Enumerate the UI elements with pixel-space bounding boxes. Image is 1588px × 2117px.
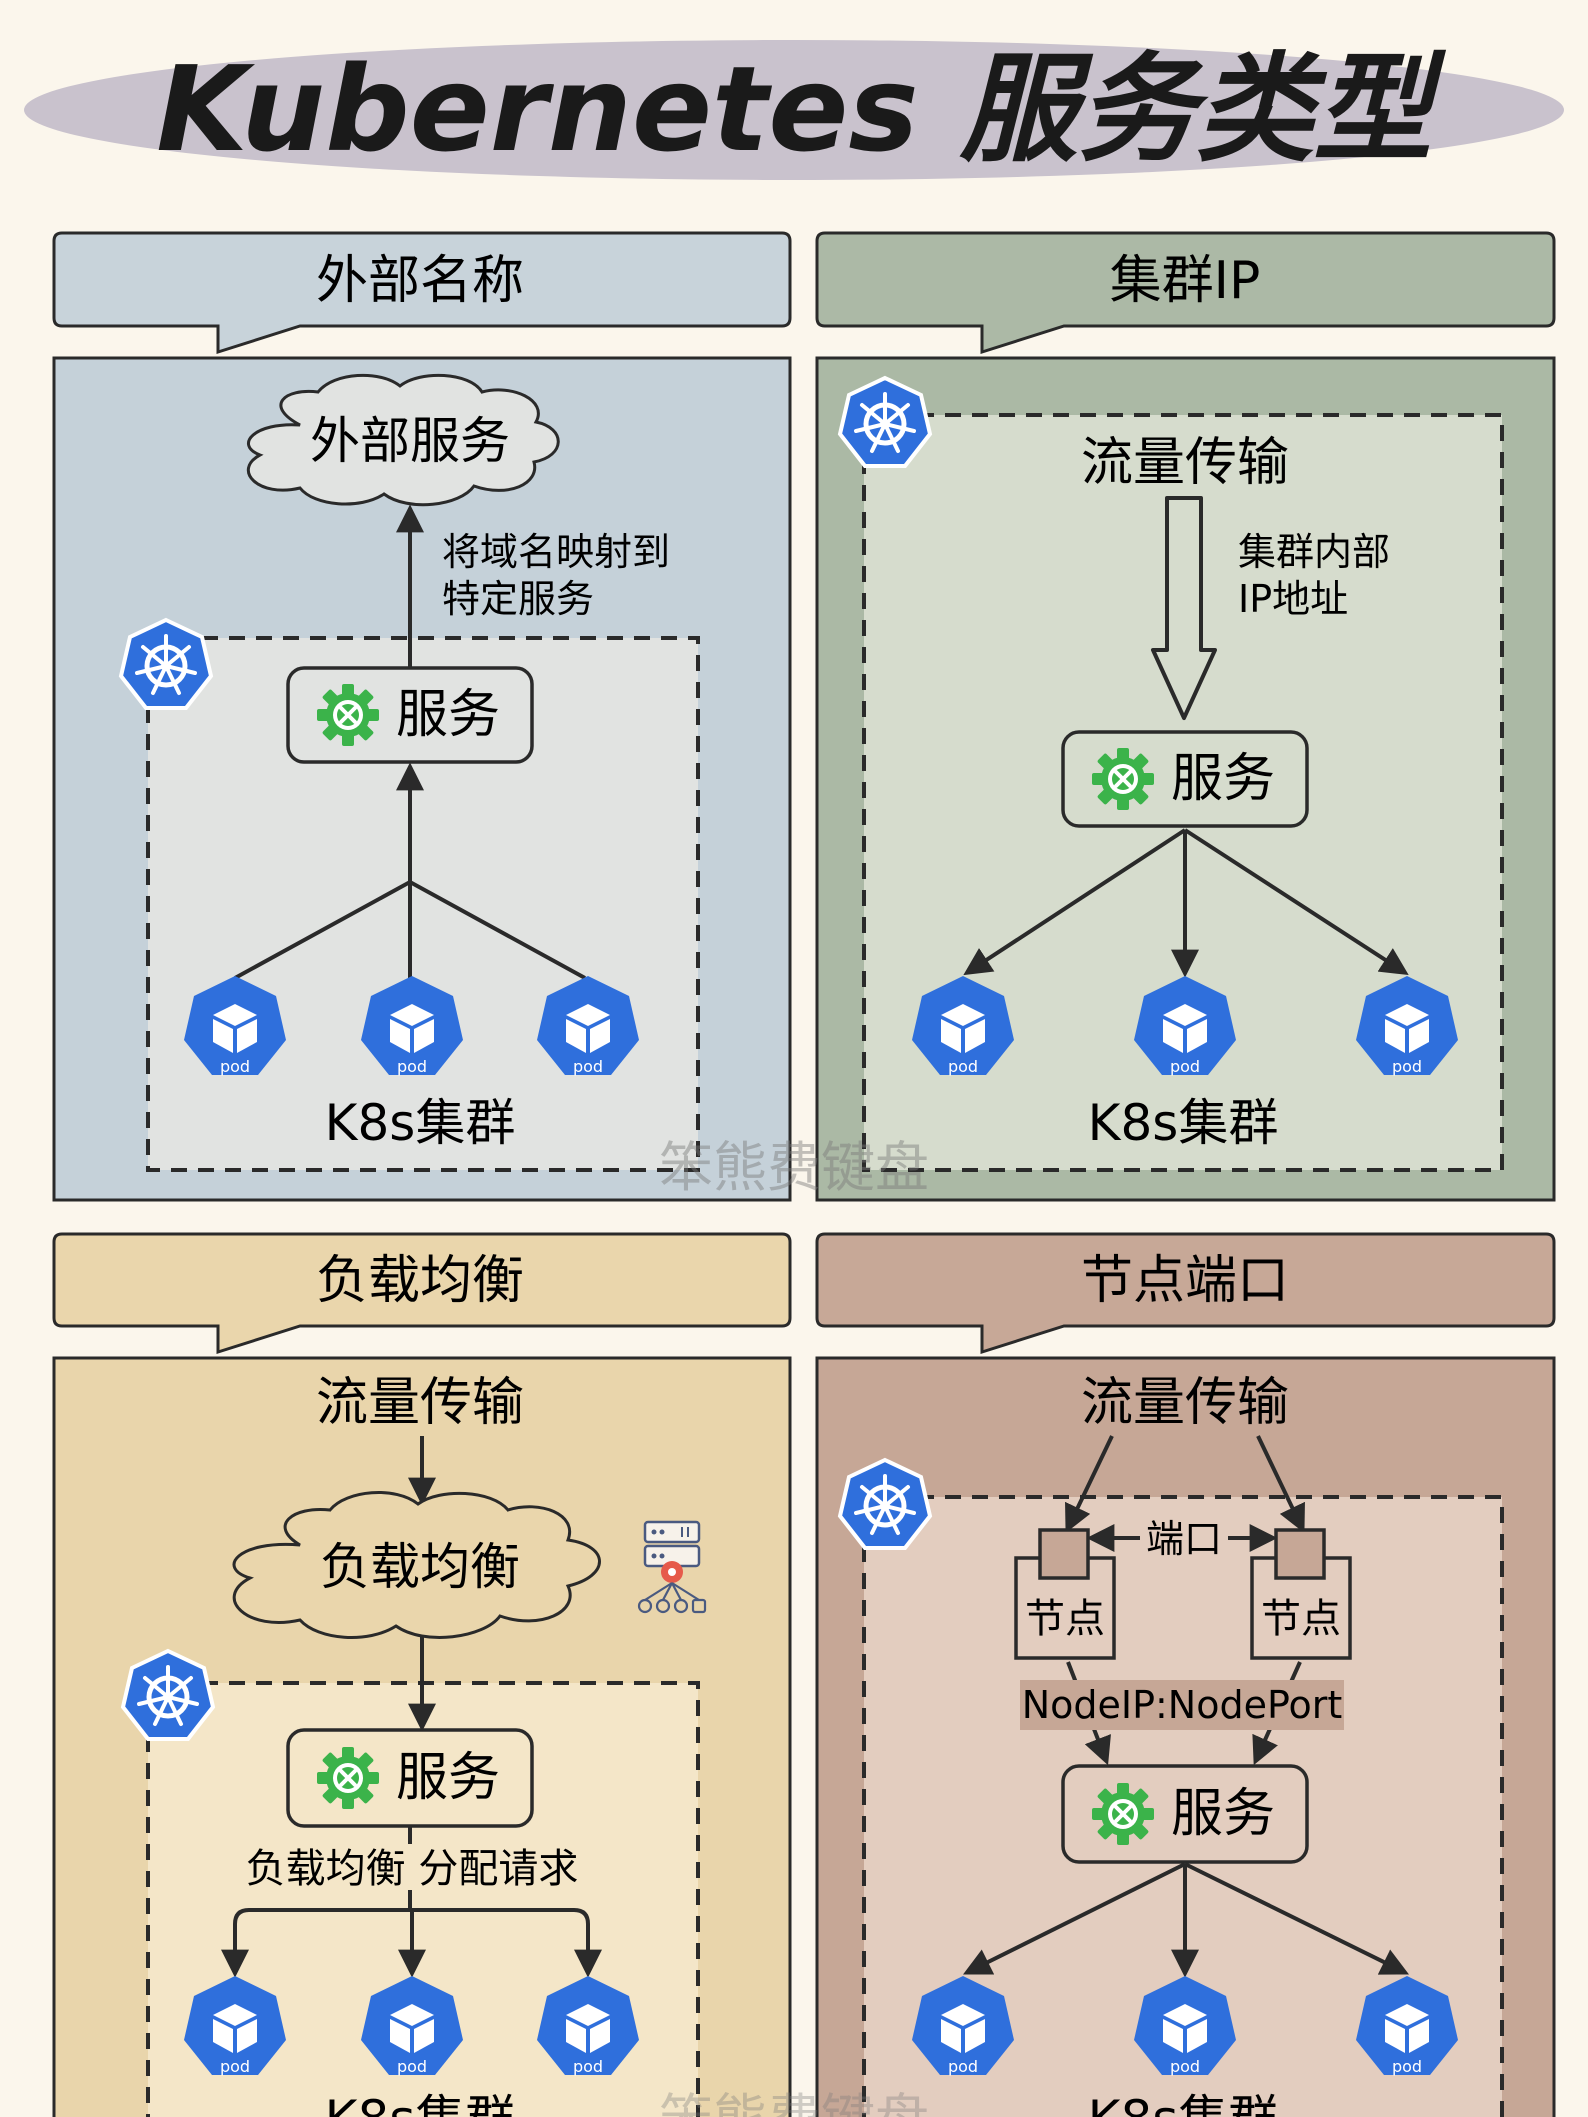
traffic-label: 流量传输 [316,1373,524,1433]
panel-title: 节点端口 [1081,1251,1289,1311]
cloud-label: 负载均衡 [320,1538,520,1596]
node-port-square [1274,1528,1326,1580]
cloud-label: 外部服务 [310,412,510,470]
pod-label: pod [220,1057,250,1076]
panel-title: 外部名称 [316,251,524,311]
panel-header-cluster-ip [815,231,1556,355]
panel-cluster-ip: 集群IP 流量传输 集群内部 IP地址 服务 pod pod pod K8s集群 [815,231,1556,1202]
traffic-hollow-arrow [1151,496,1217,720]
load-balancer-server-icon [637,1520,707,1614]
pod-label: pod [948,1057,978,1076]
service-gear-icon [1090,1781,1156,1847]
port-label: 端口 [1146,1517,1222,1561]
distribute-label: 负载均衡 分配请求 [246,1846,579,1892]
distribute-label-bg [236,1844,586,1890]
panel-header-node-port [815,1232,1556,1355]
mapping-note-line1: 将域名映射到 [442,530,670,574]
internal-ip-note-line1: 集群内部 [1238,530,1390,574]
panel-header-external-name [52,231,792,355]
watermark: 笨熊费键盘 [659,1136,929,1199]
pod-label: pod [573,2057,603,2076]
node-port-square [1038,1528,1090,1580]
pod-label: pod [1392,2057,1422,2076]
pod-label: pod [948,2057,978,2076]
service-gear-icon [1090,746,1156,812]
service-label: 服务 [1171,1784,1275,1844]
internal-ip-note-line2: IP地址 [1238,577,1348,621]
panel-title: 集群IP [1110,251,1261,311]
cluster-label: K8s集群 [1088,2090,1279,2117]
node-box [1250,1556,1352,1660]
panel-external-name: 外部名称 外部服务 将域名映射到 特定服务 服务 pod pod pod K8s… [52,231,792,1202]
arrow-service-to-pod [1183,828,1409,976]
mapping-note-line2: 特定服务 [442,577,594,621]
panel-header-load-balancer [52,1232,792,1355]
pod-label: pod [1170,2057,1200,2076]
cluster-label: K8s集群 [1088,1094,1279,1152]
pod-label: pod [573,1057,603,1076]
arrow-service-to-pod [962,1862,1186,1975]
arrow-traffic-to-node [1065,1435,1114,1534]
service-label: 服务 [396,1748,500,1808]
panel-title: 负载均衡 [316,1251,524,1311]
pod-label: pod [1392,1057,1422,1076]
kubernetes-logo-icon [121,620,211,708]
kubernetes-logo-icon [840,378,930,466]
page-title: Kubernetes 服务类型 [156,40,1446,178]
service-label: 服务 [1171,749,1275,809]
watermark: 笨熊费键盘 [659,2088,929,2117]
nodeport-label-bg [1020,1680,1344,1730]
pod-label: pod [220,2057,250,2076]
arrow-traffic-to-node [1256,1435,1305,1534]
arrow-service-to-pod [963,828,1187,976]
node-label: 节点 [1025,1596,1105,1642]
traffic-label: 流量传输 [1081,1373,1289,1433]
kubernetes-logo-icon [840,1460,930,1548]
load-balancer-cloud [232,1491,601,1639]
pod-label: pod [397,2057,427,2076]
title-backdrop [24,40,1564,180]
arrow-service-to-pod [1184,1862,1410,1975]
cluster-label: K8s集群 [325,1094,516,1152]
panel-node-port: 节点端口 流量传输 节点 节点 端口 NodeIP:NodePort 服务 [815,1232,1556,2117]
nodeport-label: NodeIP:NodePort [1022,1683,1343,1727]
pod-label: pod [397,1057,427,1076]
external-service-cloud [246,373,560,507]
service-gear-icon [315,682,381,748]
kubernetes-logo-icon [123,1651,213,1739]
traffic-label: 流量传输 [1081,433,1289,493]
pod-label: pod [1170,1057,1200,1076]
node-label: 节点 [1261,1596,1341,1642]
cluster-label: K8s集群 [325,2090,516,2117]
service-gear-icon [315,1745,381,1811]
service-label: 服务 [396,685,500,745]
panel-load-balancer: 负载均衡 流量传输 负载均衡 [52,1232,792,2117]
